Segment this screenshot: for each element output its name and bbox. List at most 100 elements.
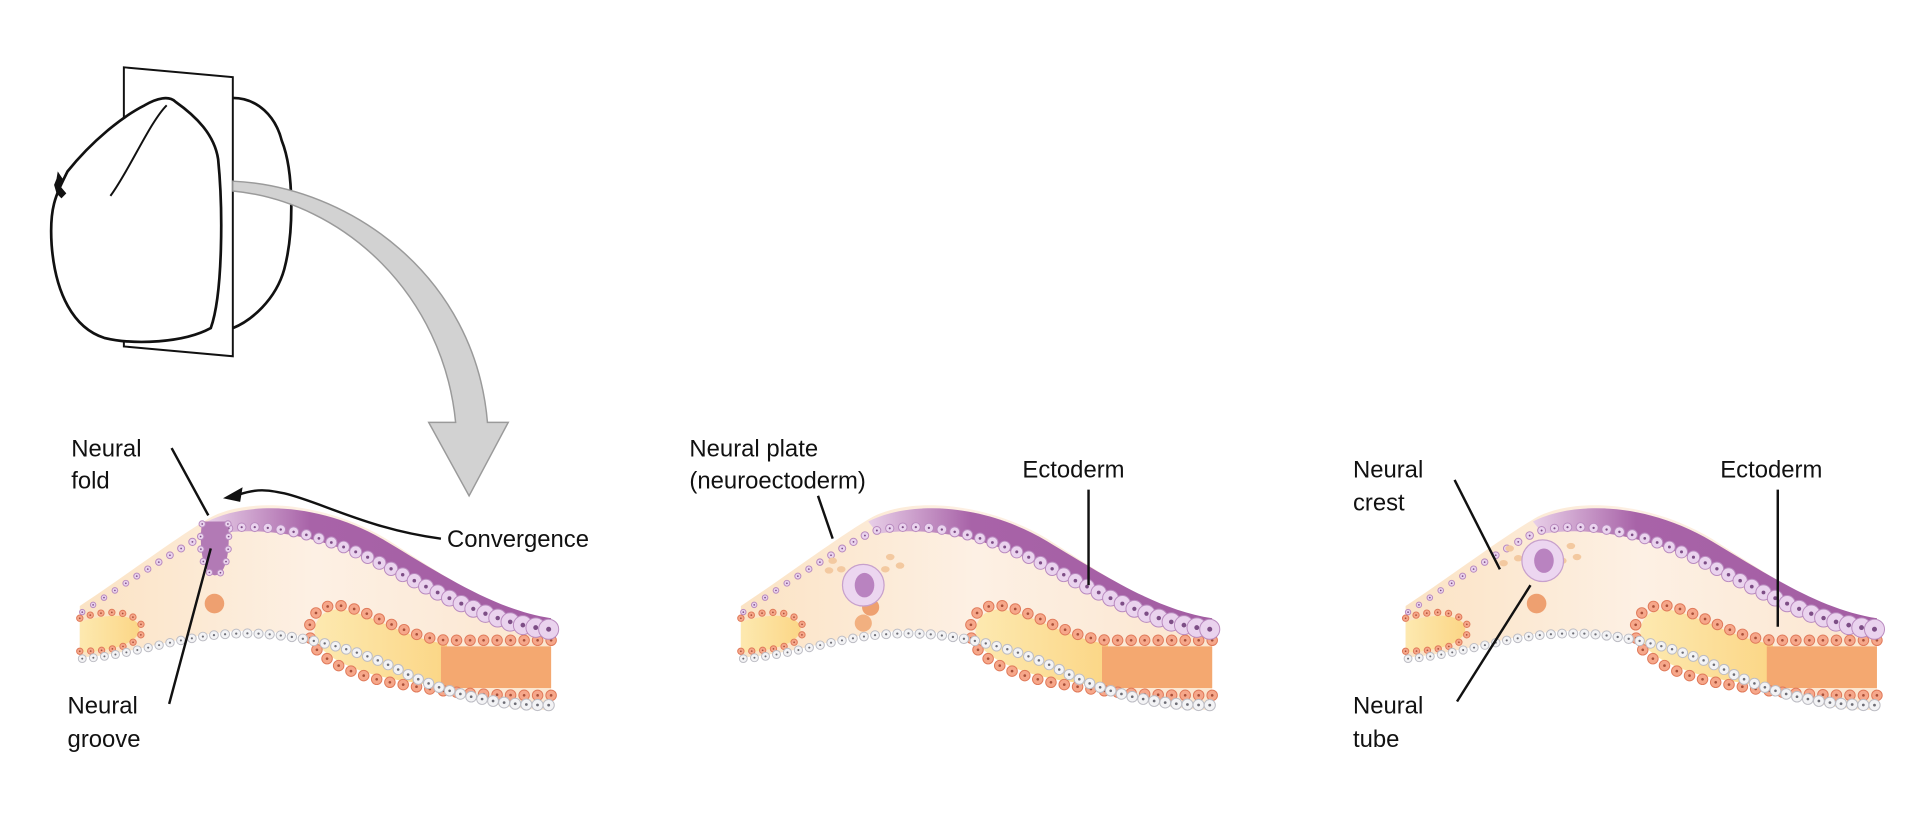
label-text: Convergence <box>447 526 589 553</box>
label-text: Neural <box>68 693 138 720</box>
ectoderm-nucleus <box>1691 555 1696 559</box>
mesoderm-right-nucleus <box>1089 636 1093 640</box>
mesoderm-right-nucleus <box>1862 638 1865 642</box>
ectoderm-nucleus <box>927 526 931 530</box>
mesoderm-left-nucleus <box>132 616 134 618</box>
mesoderm-right-nucleus <box>1754 636 1757 640</box>
mesoderm-right-nucleus <box>1000 604 1004 608</box>
mesoderm-left-nucleus <box>140 633 142 636</box>
mesoderm-right-nucleus <box>1821 693 1825 697</box>
ectoderm-nucleus <box>830 554 832 557</box>
endoderm-nucleus <box>995 644 998 648</box>
mesoderm-block <box>440 646 552 689</box>
ectoderm-nucleus <box>342 545 346 549</box>
endoderm-nucleus <box>1006 648 1009 651</box>
mesoderm-right-nucleus <box>495 638 499 642</box>
mesoderm-right-nucleus <box>1023 674 1027 677</box>
mesoderm-right-nucleus <box>1875 694 1879 697</box>
mesoderm-left-nucleus <box>111 648 114 650</box>
endoderm-nucleus <box>437 685 441 689</box>
mesoderm-left-nucleus <box>1447 645 1450 648</box>
endoderm-nucleus <box>1795 695 1799 699</box>
ectoderm-nucleus <box>819 561 821 563</box>
ectoderm-nucleus <box>1618 530 1621 534</box>
endoderm-nucleus <box>775 653 778 656</box>
endoderm-nucleus <box>1861 703 1865 707</box>
endoderm-nucleus <box>797 649 800 652</box>
endoderm-nucleus <box>513 702 517 706</box>
endoderm-nucleus <box>1141 697 1145 701</box>
mesoderm-left-nucleus <box>750 614 753 616</box>
endoderm-nucleus <box>1407 657 1410 660</box>
endoderm-nucleus <box>1806 697 1810 701</box>
mesoderm-left-nucleus <box>1465 623 1468 626</box>
ectoderm-nucleus <box>742 611 745 613</box>
endoderm-nucleus <box>1451 651 1454 654</box>
mesoderm-right-nucleus <box>536 694 539 697</box>
mesoderm-right-nucleus <box>1051 623 1054 626</box>
neural-crest-cell <box>885 553 895 561</box>
endoderm-nucleus <box>1572 632 1575 635</box>
mesoderm-right-nucleus <box>314 611 318 615</box>
mesoderm-left-nucleus <box>1465 633 1468 636</box>
leader-line <box>816 495 834 540</box>
mesoderm-right-nucleus <box>1727 683 1731 686</box>
endoderm-nucleus <box>448 689 451 693</box>
mesoderm-right-nucleus <box>468 638 472 642</box>
ectoderm-nucleus <box>354 550 358 554</box>
mesoderm-right-nucleus <box>1063 628 1067 632</box>
label-ectoderm-2: Ectoderm <box>1022 456 1125 586</box>
endoderm-nucleus <box>386 663 390 667</box>
notochord <box>854 614 872 632</box>
embryo-back-lobe <box>232 96 293 330</box>
endoderm-nucleus <box>301 637 305 640</box>
ectoderm-nucleus <box>1821 615 1826 621</box>
mesoderm-left-nucleus <box>1436 611 1439 614</box>
endoderm-nucleus <box>179 639 182 642</box>
mesoderm-right-nucleus <box>1678 607 1682 611</box>
mesoderm-left-nucleus <box>783 645 785 648</box>
endoderm-nucleus <box>201 635 204 638</box>
groove-nucleus <box>227 548 230 551</box>
ectoderm-nucleus <box>1655 541 1659 544</box>
mesoderm-right-nucleus <box>1741 685 1744 689</box>
endoderm-nucleus <box>1429 655 1432 658</box>
ectoderm-nucleus <box>114 589 116 592</box>
mesoderm-right-nucleus <box>1688 674 1691 677</box>
endoderm-nucleus <box>1516 637 1519 640</box>
mesoderm-block <box>1102 646 1213 689</box>
mesoderm-right-nucleus <box>1641 648 1645 652</box>
neural-tube-lumen <box>854 572 875 598</box>
label-text: Ectoderm <box>1022 456 1124 483</box>
endoderm-nucleus <box>168 641 172 644</box>
label-text: Neural <box>1353 456 1423 483</box>
ectoderm-nucleus <box>483 611 488 616</box>
endoderm-nucleus <box>125 651 128 654</box>
mesoderm-right-nucleus <box>536 638 539 642</box>
mesoderm-right-nucleus <box>1197 694 1200 697</box>
ectoderm-nucleus <box>240 526 243 529</box>
ectoderm-nucleus <box>1156 615 1162 621</box>
endoderm-nucleus <box>1549 633 1553 636</box>
endoderm-nucleus <box>1016 651 1020 654</box>
mesoderm-right-nucleus <box>1651 657 1655 660</box>
endoderm-nucleus <box>819 644 822 647</box>
neural-crest-cell <box>836 566 846 573</box>
mesoderm-right-nucleus <box>326 605 329 608</box>
ectoderm-nucleus <box>764 596 766 599</box>
mesoderm-right-nucleus <box>375 677 379 681</box>
mesoderm-right-nucleus <box>315 648 319 652</box>
endoderm-nucleus <box>1037 659 1041 662</box>
endoderm-nucleus <box>1505 639 1508 642</box>
mesoderm-right-nucleus <box>1197 638 1200 642</box>
mesoderm-right-nucleus <box>349 669 353 673</box>
mesoderm-right-nucleus <box>1634 623 1637 627</box>
endoderm-nucleus <box>1742 677 1746 681</box>
endoderm-nucleus <box>1670 648 1674 651</box>
mesoderm-right-nucleus <box>1038 617 1042 621</box>
embryo-crease <box>109 104 168 197</box>
endoderm-nucleus <box>1722 668 1726 671</box>
mesoderm-right-nucleus <box>1183 638 1187 642</box>
ectoderm-nucleus <box>81 611 84 613</box>
